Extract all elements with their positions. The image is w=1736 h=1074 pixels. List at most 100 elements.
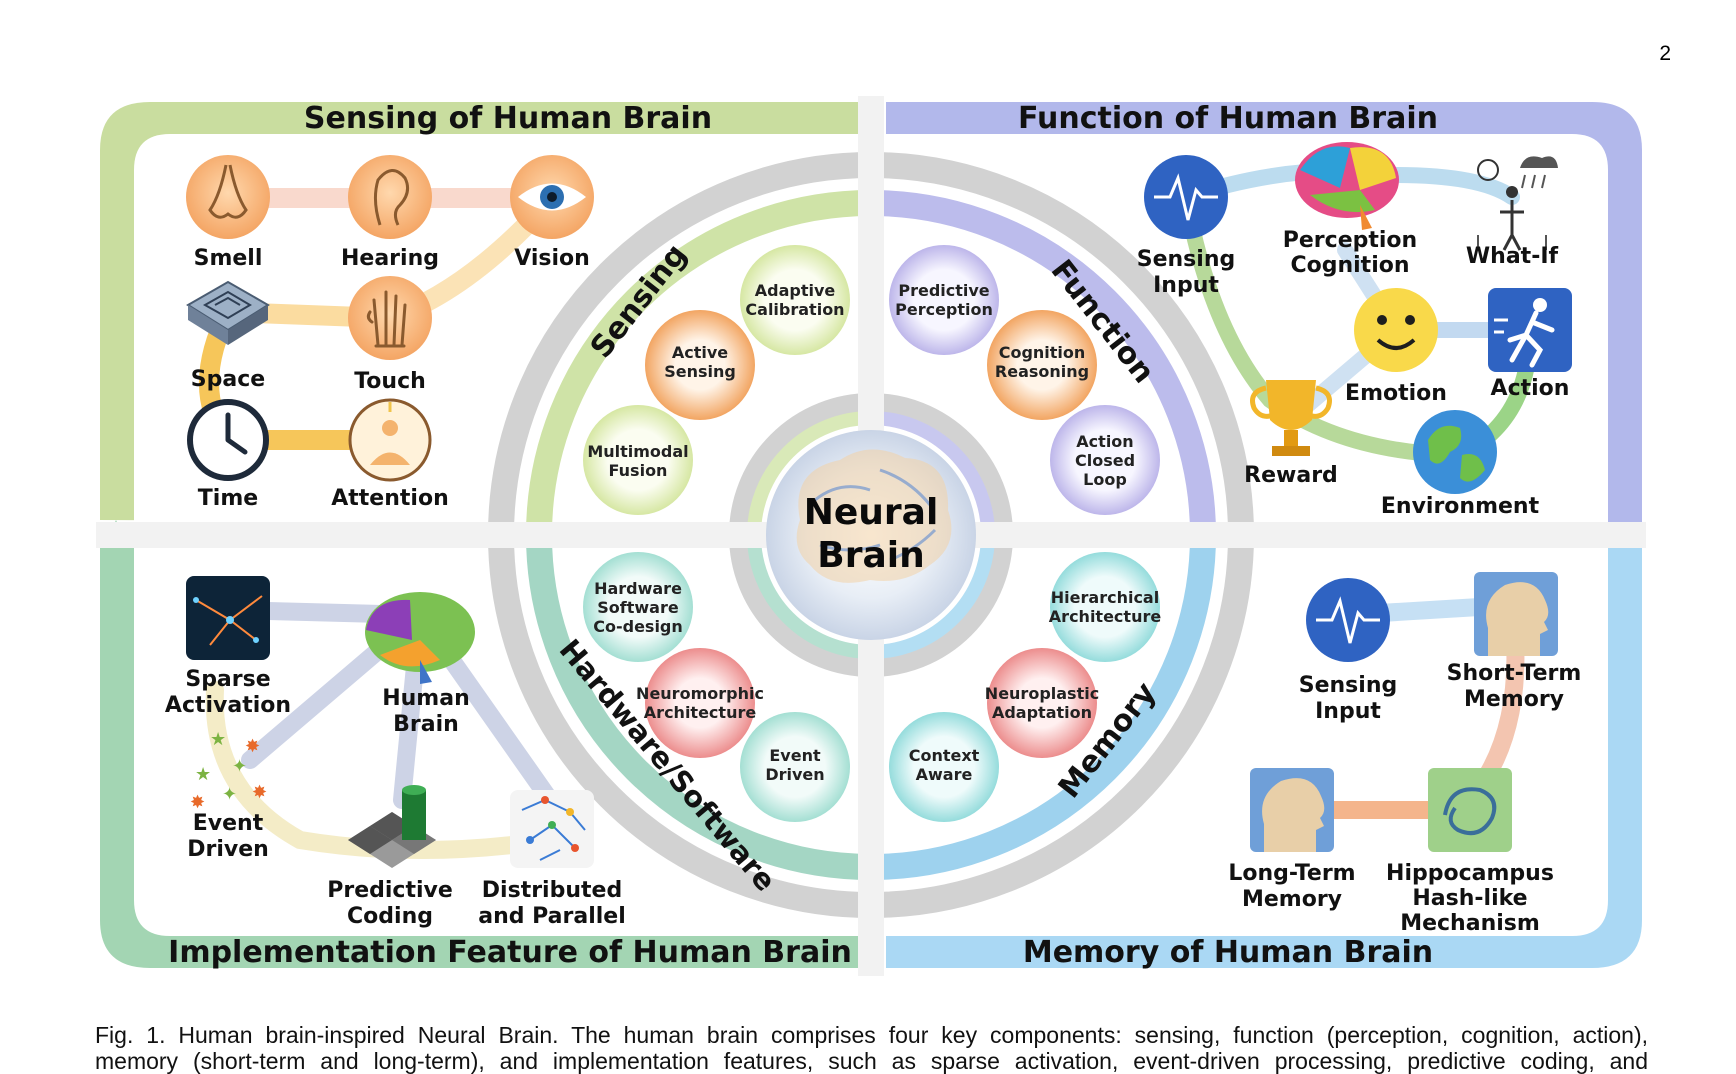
bubble-multimodal-fusion-l1: Multimodal — [587, 442, 688, 461]
title-sensing: Sensing of Human Brain — [304, 101, 712, 136]
event-stars-icon: ★ ✸ ★ ✦ ✸ ✦ ✸ — [190, 729, 267, 813]
sparse-network-icon — [186, 576, 270, 660]
figure-caption: Fig. 1. Human brain-inspired Neural Brai… — [95, 1022, 1648, 1074]
label-perception: Perception — [1283, 228, 1417, 253]
bubble-action-closed-loop: Action Closed Loop — [1050, 405, 1160, 515]
center-title-line2: Brain — [817, 535, 924, 576]
center-title-line1: Neural — [804, 492, 939, 533]
label-time: Time — [198, 486, 258, 511]
label-long-term-memory: Memory — [1242, 887, 1342, 912]
svg-text:✸: ✸ — [252, 782, 267, 803]
hand-icon — [348, 276, 432, 360]
label-distributed: Distributed — [482, 878, 622, 903]
bubble-action-closed-loop-l2: Closed — [1075, 451, 1135, 470]
label-and-parallel: and Parallel — [478, 904, 626, 929]
bubble-hierarchical-architecture-l1: Hierarchical — [1051, 588, 1159, 607]
label-impl-event: Event — [193, 811, 264, 836]
label-emotion: Emotion — [1345, 381, 1447, 406]
bubble-event-driven: Event Driven — [740, 712, 850, 822]
colorful-brain-icon — [1295, 142, 1399, 230]
bubble-active-sensing-l1: Active — [672, 343, 728, 362]
sensing-input-wave-icon — [1144, 155, 1228, 239]
bubble-predictive-perception: Predictive Perception — [889, 245, 999, 355]
nose-icon — [186, 155, 270, 239]
smiley-emotion-icon — [1354, 288, 1438, 372]
bubble-neuroplastic-adaptation-l2: Adaptation — [992, 703, 1092, 722]
label-impl-driven: Driven — [187, 837, 269, 862]
bubble-context-aware-l2: Aware — [916, 765, 973, 784]
bubble-hierarchical-architecture-l2: Architecture — [1049, 607, 1162, 626]
title-function: Function of Human Brain — [1018, 101, 1438, 136]
bubble-event-driven-l1: Event — [769, 746, 821, 765]
label-hippocampus: Hippocampus — [1386, 861, 1554, 886]
bubble-context-aware-l1: Context — [909, 746, 980, 765]
label-cognition: Cognition — [1290, 253, 1409, 278]
bubble-hierarchical-architecture: Hierarchical Architecture — [1049, 552, 1162, 662]
label-smell: Smell — [194, 246, 263, 271]
bubble-cognition-reasoning-l1: Cognition — [999, 343, 1086, 362]
trophy-reward-icon — [1250, 380, 1332, 456]
label-hash-like: Hash-like — [1412, 886, 1527, 911]
bubble-hw-sw-codesign-l3: Co-design — [593, 617, 683, 636]
label-vision: Vision — [514, 246, 590, 271]
bubble-predictive-perception-l1: Predictive — [898, 281, 989, 300]
label-environment: Environment — [1381, 494, 1540, 519]
label-mechanism: Mechanism — [1400, 911, 1540, 936]
label-what-if: What-If — [1466, 244, 1559, 269]
label-reward: Reward — [1244, 463, 1338, 488]
bubble-multimodal-fusion: Multimodal Fusion — [583, 405, 693, 515]
bubble-predictive-perception-l2: Perception — [895, 300, 993, 319]
label-action: Action — [1491, 376, 1570, 401]
bubble-active-sensing: Active Sensing — [645, 310, 755, 420]
human-brain-icon — [365, 592, 475, 684]
bubble-hw-sw-codesign-l1: Hardware — [594, 579, 682, 598]
hippocampus-icon — [1428, 768, 1512, 852]
long-term-head-icon — [1250, 768, 1334, 852]
label-short-term-memory: Memory — [1464, 687, 1564, 712]
bubble-adaptive-calibration: Adaptive Calibration — [740, 245, 850, 355]
svg-text:✸: ✸ — [190, 792, 205, 813]
label-space: Space — [191, 367, 265, 392]
maze-icon — [186, 280, 270, 345]
bubble-cognition-reasoning-l2: Reasoning — [995, 362, 1089, 381]
globe-environment-icon — [1413, 410, 1497, 494]
label-memory-sensing-input-l2: Input — [1315, 699, 1381, 724]
bubble-neuroplastic-adaptation: Neuroplastic Adaptation — [985, 648, 1099, 758]
label-function-sensing-input-l2: Input — [1153, 273, 1219, 298]
svg-text:✦: ✦ — [232, 756, 247, 777]
neural-brain-figure: Neural Brain Sensing Function Hardware/S… — [96, 96, 1646, 976]
caption-line-1: Fig. 1. Human brain-inspired Neural Brai… — [95, 1022, 1648, 1048]
bubble-hw-sw-codesign-l2: Software — [597, 598, 679, 617]
label-long-term: Long-Term — [1228, 861, 1355, 886]
bubble-action-closed-loop-l3: Loop — [1083, 470, 1127, 489]
neural-brain-center: Neural Brain — [766, 430, 976, 640]
label-attention: Attention — [331, 486, 448, 511]
page-number: 2 — [1659, 42, 1671, 65]
label-human: Human — [382, 686, 470, 711]
bubble-multimodal-fusion-l2: Fusion — [609, 461, 668, 480]
label-hearing: Hearing — [341, 246, 439, 271]
bubble-neuroplastic-adaptation-l1: Neuroplastic — [985, 684, 1099, 703]
label-predictive: Predictive — [327, 878, 453, 903]
eye-icon — [510, 155, 594, 239]
bubble-neuromorphic-architecture-l1: Neuromorphic — [636, 684, 764, 703]
ear-icon — [348, 155, 432, 239]
bubble-action-closed-loop-l1: Action — [1076, 432, 1133, 451]
svg-text:✦: ✦ — [222, 784, 237, 805]
bubble-context-aware: Context Aware — [889, 712, 999, 822]
label-coding: Coding — [347, 904, 433, 929]
svg-text:★: ★ — [210, 729, 226, 750]
bubble-hw-sw-codesign: Hardware Software Co-design — [583, 552, 693, 662]
bubble-neuromorphic-architecture: Neuromorphic Architecture — [636, 648, 764, 758]
what-if-weather-icon — [1477, 156, 1558, 251]
distributed-network-icon — [510, 790, 594, 868]
bubble-active-sensing-l2: Sensing — [664, 362, 736, 381]
label-function-sensing-input-l1: Sensing — [1137, 247, 1235, 272]
title-memory: Memory of Human Brain — [1023, 935, 1433, 970]
caption-line-2: memory (short-term and long-term), and i… — [95, 1048, 1648, 1074]
label-sparse: Sparse — [185, 667, 270, 692]
svg-text:★: ★ — [195, 764, 211, 785]
label-brain: Brain — [393, 712, 459, 737]
label-touch: Touch — [354, 369, 426, 394]
bubble-adaptive-calibration-l2: Calibration — [745, 300, 844, 319]
